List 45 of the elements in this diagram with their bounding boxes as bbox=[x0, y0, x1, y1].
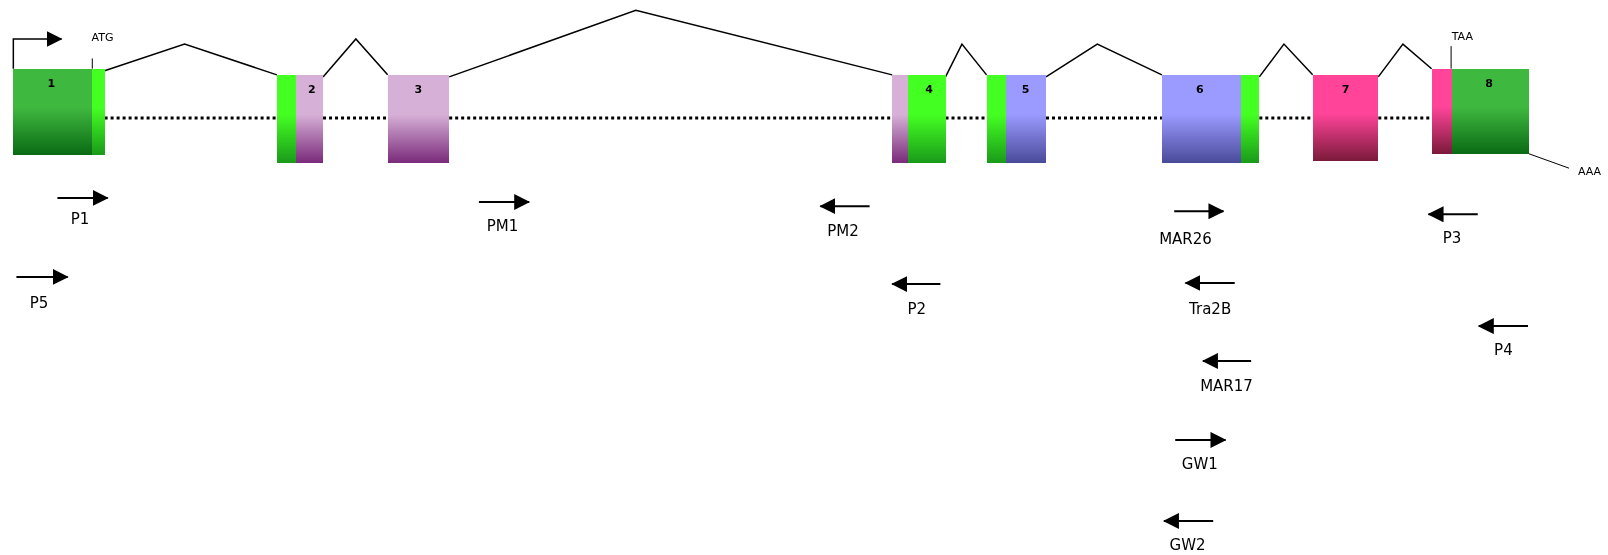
exon-number: 7 bbox=[1340, 82, 1351, 96]
sequence-label: ATG bbox=[91, 30, 114, 44]
exon-number: 8 bbox=[1484, 76, 1494, 90]
exon-box bbox=[387, 74, 450, 164]
primer-label: P2 bbox=[907, 299, 927, 318]
exon-number: 1 bbox=[46, 76, 57, 90]
primer-label: PM2 bbox=[827, 221, 859, 240]
primer-label: P4 bbox=[1494, 340, 1513, 359]
primer-label: P1 bbox=[70, 210, 90, 229]
splice-line bbox=[448, 9, 893, 78]
splice-line bbox=[1045, 43, 1163, 78]
intron-line bbox=[945, 116, 987, 120]
exon-box bbox=[1431, 68, 1530, 154]
splice-line bbox=[1377, 43, 1433, 78]
exon-number: 5 bbox=[1020, 82, 1031, 96]
sequence-label: TAA bbox=[1451, 29, 1473, 43]
exon-number: 3 bbox=[413, 82, 424, 96]
primer-label: P3 bbox=[1442, 228, 1462, 247]
exon-box bbox=[986, 74, 1046, 164]
intron-line bbox=[323, 116, 388, 120]
primer-label: P5 bbox=[29, 293, 49, 312]
exon-number: 6 bbox=[1195, 82, 1205, 96]
primer-label: GW1 bbox=[1181, 454, 1218, 473]
intron-line bbox=[1378, 116, 1432, 120]
exon-box bbox=[13, 68, 105, 155]
splice-line bbox=[103, 43, 278, 76]
intron-line bbox=[1259, 116, 1313, 120]
exon-box bbox=[1312, 74, 1379, 161]
primer-label: PM1 bbox=[486, 216, 519, 235]
exon-box bbox=[276, 74, 323, 164]
splice-line bbox=[944, 42, 988, 78]
exon-box bbox=[1161, 74, 1260, 164]
primer-label: GW2 bbox=[1169, 535, 1206, 554]
exon-number: 4 bbox=[924, 82, 934, 96]
primer-label: Tra2B bbox=[1189, 299, 1232, 318]
exon-box bbox=[892, 74, 946, 164]
intron-line bbox=[104, 116, 277, 120]
splice-line bbox=[322, 37, 389, 78]
splice-line bbox=[1258, 42, 1314, 78]
primer-label: MAR26 bbox=[1159, 229, 1212, 248]
primer-label: MAR17 bbox=[1200, 376, 1253, 395]
intron-line bbox=[449, 116, 893, 120]
sequence-label: AAA bbox=[1577, 165, 1602, 179]
exon-number: 2 bbox=[306, 82, 317, 96]
transcription-start-arrow bbox=[12, 30, 63, 70]
